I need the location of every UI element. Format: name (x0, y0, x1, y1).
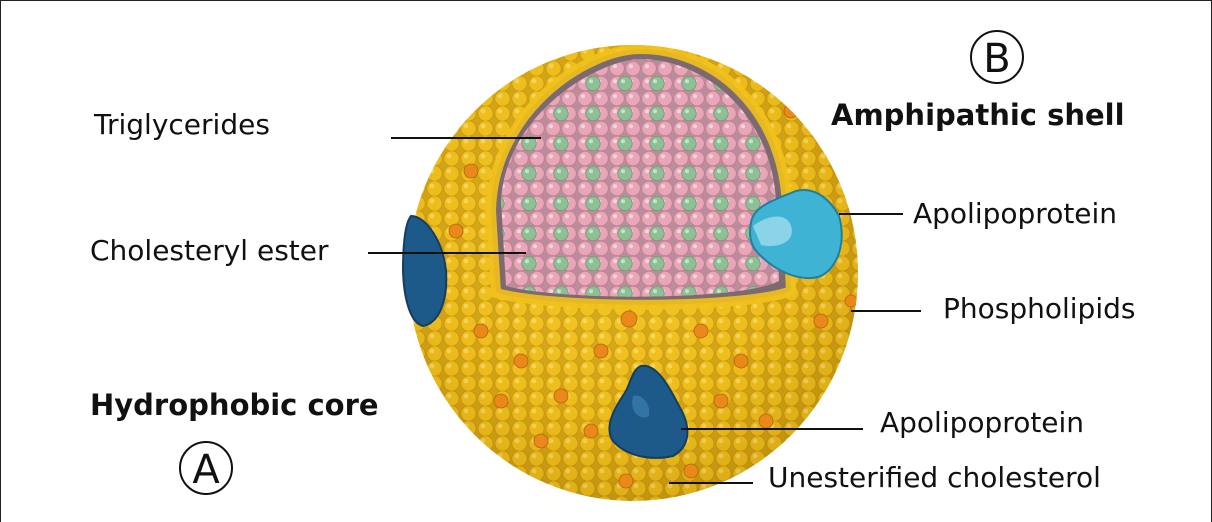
label-amphipathic-shell: Amphipathic shell (831, 101, 1125, 130)
label-apolipoprotein-bottom: Apolipoprotein (880, 409, 1084, 437)
circle-a-letter: A (192, 447, 220, 493)
label-apolipoprotein-top: Apolipoprotein (913, 200, 1117, 228)
label-triglycerides: Triglycerides (94, 111, 270, 139)
label-phospholipids: Phospholipids (943, 295, 1135, 323)
label-unesterified-cholesterol: Unesterified cholesterol (768, 464, 1101, 492)
circle-b-letter: B (983, 36, 1010, 82)
label-cholesteryl-ester: Cholesteryl ester (90, 237, 329, 265)
circle-b-marker: B (971, 31, 1023, 83)
circle-a-marker: A (180, 442, 232, 494)
label-hydrophobic-core: Hydrophobic core (90, 391, 379, 420)
